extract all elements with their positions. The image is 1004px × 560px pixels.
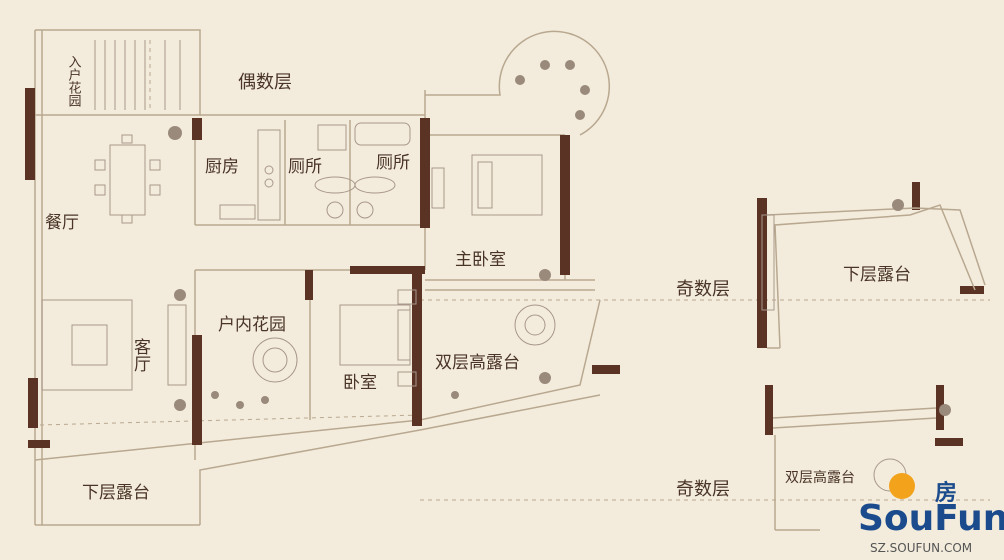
soufun-logo-icon xyxy=(889,473,915,499)
label-toilet-2: 厕所 xyxy=(376,153,410,173)
watermark-brand: SouFun xyxy=(858,498,1004,539)
label-odd-floor-top-room: 下层露台 xyxy=(843,265,911,285)
kitchen-fixtures xyxy=(219,129,281,221)
bedroom-bed xyxy=(339,289,417,387)
master-bed xyxy=(431,154,543,216)
label-dining: 餐厅 xyxy=(45,213,79,233)
dining-table xyxy=(94,134,161,224)
label-double-terrace: 双层高露台 xyxy=(435,353,520,373)
label-living: 客厅 xyxy=(130,338,151,372)
watermark-brand-cn: 房 xyxy=(935,480,957,506)
watermark-url: SZ.SOUFUN.COM xyxy=(870,541,972,555)
entry-stairs xyxy=(94,40,181,110)
living-sofa xyxy=(41,299,187,391)
label-toilet-1: 厕所 xyxy=(288,157,322,177)
soufun-watermark: 房 SouFun SZ.SOUFUN.COM xyxy=(858,473,1004,555)
label-entry-garden: 入户花园 xyxy=(66,55,82,107)
main-plan-thick-walls xyxy=(25,88,620,448)
label-even-floor: 偶数层 xyxy=(238,72,292,93)
label-odd-floor-bottom-room: 双层高露台 xyxy=(785,469,855,486)
decor-plants xyxy=(168,60,590,411)
inset-odd-floor-bottom xyxy=(765,385,963,531)
inset-odd-floor-top xyxy=(757,182,986,349)
label-indoor-garden: 户内花园 xyxy=(218,315,286,335)
label-odd-floor-top: 奇数层 xyxy=(676,279,730,300)
label-odd-floor-bottom: 奇数层 xyxy=(676,479,730,500)
label-bedroom: 卧室 xyxy=(343,373,377,393)
label-master-bedroom: 主卧室 xyxy=(455,250,506,270)
label-lower-terrace: 下层露台 xyxy=(82,483,150,503)
label-kitchen: 厨房 xyxy=(205,157,239,177)
bathroom-fixtures xyxy=(314,122,411,219)
